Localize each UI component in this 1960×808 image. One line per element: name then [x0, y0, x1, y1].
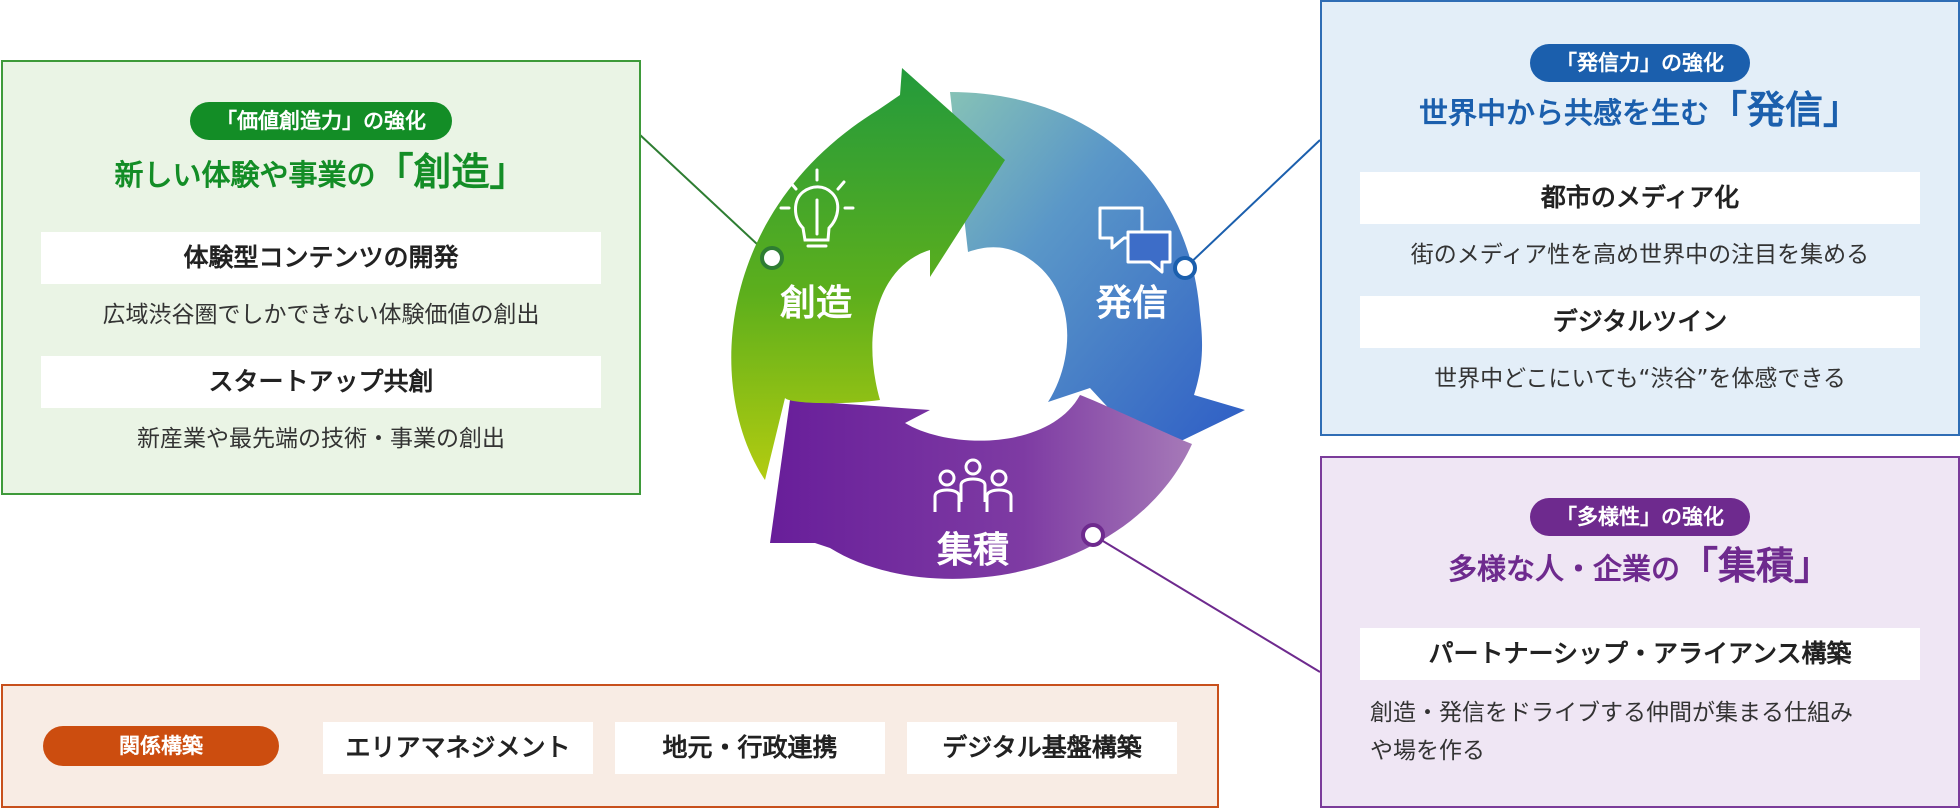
send-item-desc-1: 街のメディア性を高め世界中の注目を集める — [1410, 242, 1870, 268]
create-item-desc-1: 広域渋谷圏でしかできない体験価値の創出 — [102, 302, 540, 328]
send-connector-line — [1184, 139, 1321, 269]
people-group-icon — [933, 458, 1013, 512]
accum-heading: 多様な人・企業の「集積」 — [1322, 546, 1958, 589]
accum-item-title-1: パートナーシップ・アライアンス構築 — [1360, 628, 1920, 680]
accum-item-desc-1: 創造・発信をドライブする仲間が集まる仕組み — [1370, 700, 1853, 726]
send-heading-text: 世界中から共感を生む — [1418, 96, 1709, 130]
cycle-label-create: 創造 — [780, 283, 852, 324]
send-heading: 世界中から共感を生む「発信」 — [1322, 90, 1958, 133]
send-item-title-1: 都市のメディア化 — [1360, 172, 1920, 224]
accum-panel: 「多様性」の強化 多様な人・企業の「集積」 パートナーシップ・アライアンス構築 … — [1320, 456, 1960, 808]
create-arrow-segment — [731, 68, 1005, 480]
send-item-desc-2: 世界中どこにいても“渋谷”を体感できる — [1434, 366, 1846, 392]
create-panel: 「価値創造力」の強化 新しい体験や事業の「創造」 体験型コンテンツの開発 広域渋… — [1, 60, 641, 495]
create-heading-text: 新しい体験や事業の — [114, 158, 376, 192]
create-item-title-2: スタートアップ共創 — [41, 356, 601, 408]
cycle-label-accum: 集積 — [936, 530, 1009, 571]
send-panel: 「発信力」の強化 世界中から共感を生む「発信」 都市のメディア化 街のメディア性… — [1320, 0, 1960, 436]
lightbulb-icon — [779, 168, 855, 248]
accum-item-desc-2: や場を作る — [1370, 738, 1485, 764]
speech-bubbles-icon — [1098, 206, 1172, 274]
relation-panel: 関係構築 エリアマネジメント 地元・行政連携 デジタル基盤構築 — [1, 684, 1219, 808]
create-badge: 「価値創造力」の強化 — [190, 102, 452, 140]
create-item-title-1: 体験型コンテンツの開発 — [41, 232, 601, 284]
accum-arrow-segment — [770, 395, 1192, 579]
cycle-label-send: 発信 — [1096, 283, 1168, 324]
create-connector-dot — [760, 246, 784, 270]
create-heading: 新しい体験や事業の「創造」 — [3, 152, 639, 195]
relation-item-local-government: 地元・行政連携 — [615, 722, 885, 774]
send-heading-emphasis: 「発信」 — [1709, 88, 1862, 132]
accum-heading-text: 多様な人・企業の — [1447, 552, 1680, 586]
send-connector-dot — [1173, 256, 1197, 280]
send-item-title-2: デジタルツイン — [1360, 296, 1920, 348]
relation-badge: 関係構築 — [43, 726, 279, 766]
create-heading-emphasis: 「創造」 — [375, 150, 528, 194]
send-arrow-segment — [950, 92, 1245, 455]
accum-badge: 「多様性」の強化 — [1530, 498, 1750, 536]
accum-heading-emphasis: 「集積」 — [1680, 544, 1833, 588]
accum-connector-dot — [1081, 523, 1105, 547]
send-badge: 「発信力」の強化 — [1530, 44, 1750, 82]
accum-connector-line — [1092, 534, 1321, 673]
create-item-desc-2: 新産業や最先端の技術・事業の創出 — [137, 426, 505, 452]
relation-item-area-management: エリアマネジメント — [323, 722, 593, 774]
create-connector-line — [638, 133, 773, 259]
relation-item-digital-infrastructure: デジタル基盤構築 — [907, 722, 1177, 774]
